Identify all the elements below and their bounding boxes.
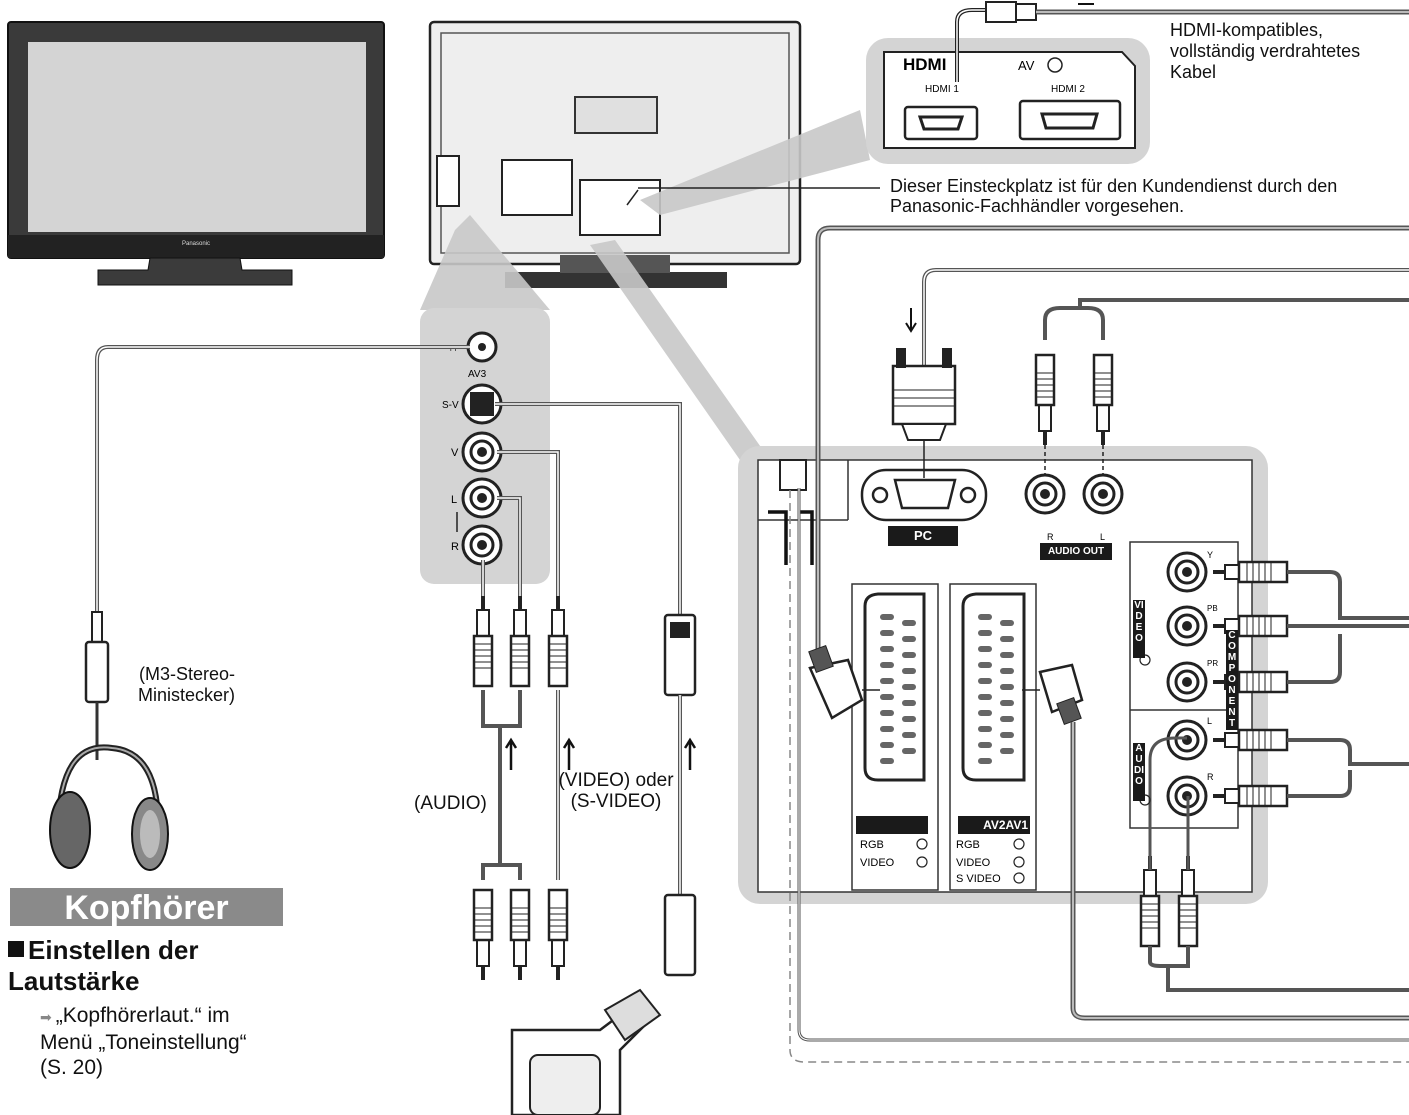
av2-video: VIDEO: [956, 857, 991, 869]
video-vertical-label: VIDEO: [1133, 600, 1145, 658]
audio-out-l: L: [1100, 532, 1105, 542]
audio-out-cables: [1034, 297, 1409, 476]
av2-rgb: RGB: [956, 839, 980, 851]
hdmi-panel: HDMI AV HDMI 1 HDMI 2: [866, 38, 1150, 164]
component-cables: [1211, 560, 1409, 808]
mini-plug-icon: [84, 611, 110, 760]
audio-in-l: L: [1207, 716, 1212, 726]
av2-title: AV2AV1: [958, 816, 1030, 834]
volume-reference: ➡„Kopfhörerlaut.“ im Menü „Toneinstellun…: [40, 1003, 270, 1080]
headphones-banner: Kopfhörer: [10, 888, 283, 927]
arrow-icon: ➡: [40, 1009, 52, 1025]
hdmi-av-label: AV: [1018, 58, 1035, 73]
hdmi-plug-icon: [955, 1, 1409, 82]
tv-front: Panasonic: [7, 21, 385, 286]
arrow-icon: [504, 737, 697, 770]
volume-reference-text: „Kopfhörerlaut.“ im Menü „Toneinstellung…: [40, 1004, 247, 1079]
headphone-icon: [49, 744, 169, 871]
volume-heading-text: Einstellen der Lautstärke: [8, 935, 199, 996]
l-label: L: [451, 494, 457, 506]
pc-label: PC: [888, 526, 958, 546]
comp-y: Y: [1207, 550, 1213, 560]
audio-out-r: R: [1047, 532, 1054, 542]
component-vertical-label: COMPONENT: [1226, 630, 1238, 730]
av1-title-bar: [856, 816, 928, 834]
av1-video: VIDEO: [860, 857, 895, 869]
mini-plug-label: (M3-Stereo-Ministecker): [137, 664, 235, 705]
tv-brand: Panasonic: [182, 241, 210, 247]
hdmi-logo: HDMI: [903, 55, 946, 74]
volume-heading: Einstellen der Lautstärke: [8, 935, 268, 997]
av2-svideo: S VIDEO: [956, 873, 1001, 885]
v-label: V: [451, 447, 459, 459]
comp-pr: PR: [1207, 659, 1218, 668]
scart-connector-icon: [789, 225, 1409, 1063]
hdmi2-label: HDMI 2: [1051, 84, 1085, 95]
audio-in-cables: [1139, 736, 1409, 992]
av3-label: AV3: [468, 369, 487, 380]
audio-label: (AUDIO): [414, 793, 487, 814]
sv-label: S-V: [442, 400, 459, 411]
av1-rgb: RGB: [860, 839, 884, 851]
bullet-square: [8, 941, 24, 957]
service-slot-note: Dieser Einsteckplatz ist für den Kundend…: [890, 176, 1338, 216]
vga-plug-icon: [891, 268, 1409, 478]
audio-out-label: AUDIO OUT: [1040, 543, 1112, 560]
camcorder-icon: [510, 988, 662, 1115]
side-cables: [472, 402, 697, 982]
r-label: R: [451, 541, 459, 553]
hdmi-cable-note: HDMI-kompatibles, vollständig verdrahtet…: [1170, 20, 1361, 82]
audio-vertical-label: AUDIO: [1133, 743, 1145, 801]
side-panel: ∩ AV3 S-V V L R: [420, 308, 550, 584]
comp-pb: PB: [1207, 604, 1218, 613]
video-label: (VIDEO) oder (S-VIDEO): [558, 770, 674, 812]
hdmi1-label: HDMI 1: [925, 84, 959, 95]
audio-in-r: R: [1207, 772, 1214, 782]
